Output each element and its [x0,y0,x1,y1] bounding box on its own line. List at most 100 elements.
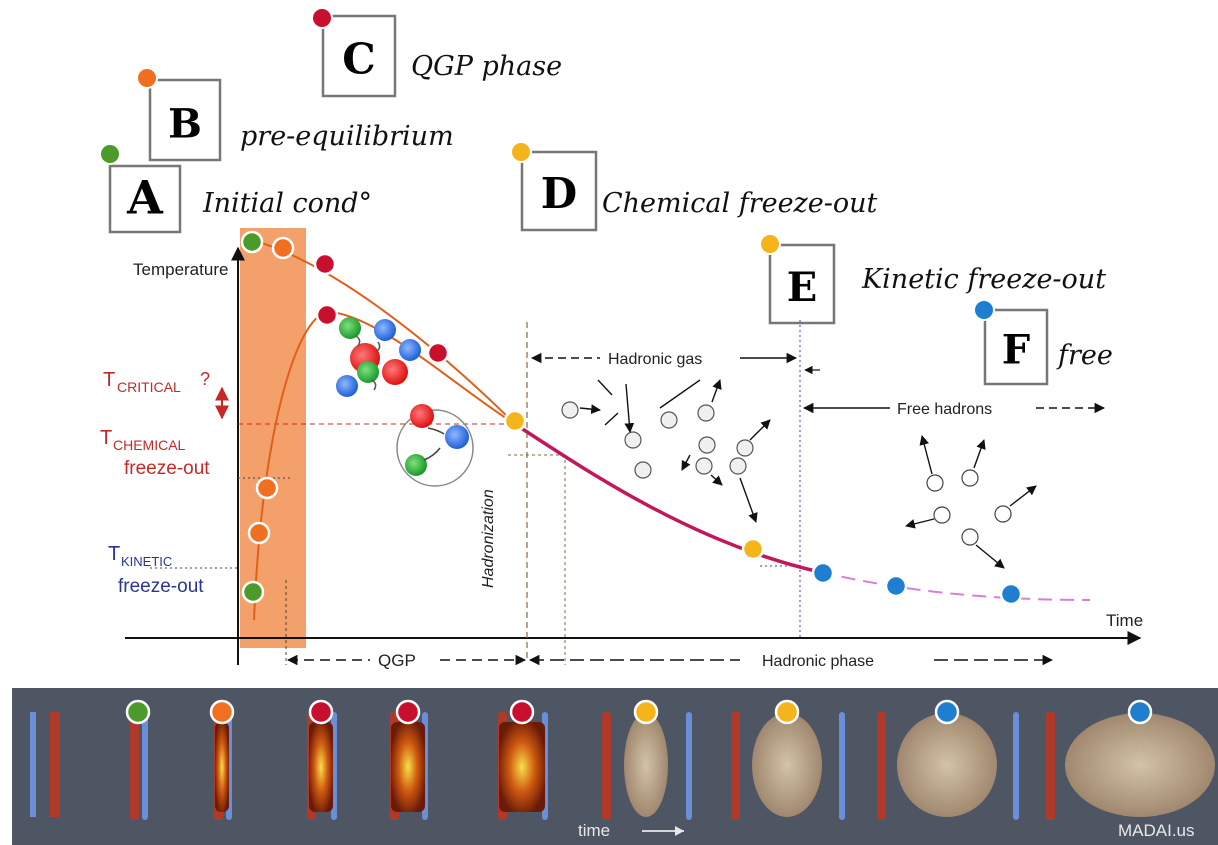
nucleus-blue [686,712,692,820]
hadron-gas-curve [514,422,821,574]
strip-frame-3 [307,699,337,820]
stage-dot-yellow [503,409,527,433]
stage-dot-green [241,580,265,604]
fireball [309,722,333,812]
stage-box [108,164,182,234]
stage-caption: pre-equilibrium [240,121,454,152]
strip-marker-blue [1127,699,1153,725]
qgp-label: QGP [378,651,416,670]
stage-dot-orange [255,476,279,500]
temperature-time-plot: Temperature Time T CRITICAL ? T CHEMICAL… [100,228,1143,670]
nucleus-red [1046,712,1055,820]
strip-marker-red [308,699,334,725]
strip-marker-yellow [774,699,800,725]
hadronization-label: Hadronization [480,489,497,588]
stage-dot-orange [271,236,295,260]
strip-background [12,688,1218,845]
curve-stage-dots [240,230,1023,606]
stage-dot-red [426,341,450,365]
strip-frame-8 [877,699,1019,820]
stage-letter: E [787,264,818,311]
stage-caption: QGP phase [411,51,562,82]
stage-color-dot [99,143,121,165]
strip-marker-green [125,699,151,725]
stage-color-dot [759,233,781,255]
quark-gluon-plasma-illustration [336,317,421,397]
t-critical-label: T CRITICAL ? [103,369,229,420]
stage-box [148,78,222,162]
fireball [499,722,545,812]
time-arrow-head [675,826,684,836]
strip-frame-9 [1046,699,1215,820]
svg-text:CRITICAL: CRITICAL [117,379,181,395]
simulation-strip: time MADAI.us [12,688,1218,845]
nucleus-blue [30,712,36,817]
strip-frame-7 [731,699,845,820]
hadronic-phase-label: Hadronic phase [762,653,874,670]
stage-box [321,14,397,98]
stage-dot-blue [999,582,1023,606]
strip-marker-orange [209,699,235,725]
svg-text:T: T [103,369,115,391]
stage-box [520,150,598,232]
nucleus-red [731,712,740,820]
hadronic-gas-particles [561,401,754,479]
svg-text:CHEMICAL: CHEMICAL [113,437,186,453]
strip-frame-4 [390,699,428,820]
strip-frame-1 [125,699,151,820]
stage-box [983,308,1049,386]
stage-label-e: E Kinetic freeze-out [759,233,1106,325]
y-axis-label: Temperature [133,260,228,279]
strip-marker-yellow [633,699,659,725]
baryon-illustration [396,404,474,487]
hadronic-gas-arrows [579,379,771,523]
credit-label: MADAI.us [1118,821,1195,840]
strip-frame-6 [602,699,692,820]
stage-caption: Chemical freeze-out [602,188,878,219]
strip-frame-0 [30,712,60,817]
nucleus-red [50,712,60,817]
hadron-cloud [752,713,822,817]
strip-marker-blue [934,699,960,725]
stage-color-dot [973,299,995,321]
strip-frame-5 [498,699,548,820]
nucleus-red [130,712,139,820]
stage-caption: Kinetic freeze-out [861,264,1106,295]
nucleus-blue [1013,712,1019,820]
svg-text:T: T [108,543,120,565]
stage-letter: A [126,171,164,225]
svg-text:freeze-out: freeze-out [118,576,204,597]
svg-text:?: ? [200,369,210,389]
stage-caption: free [1056,340,1113,371]
fireball [391,722,425,812]
svg-text:T: T [100,427,112,449]
time-label: time [578,821,610,840]
stage-dot-red [313,252,337,276]
x-axis-label: Time [1106,611,1143,630]
t-chemical-label: T CHEMICAL freeze-out [100,427,210,479]
stage-dot-blue [884,574,908,598]
hadron-cloud [624,713,668,817]
stage-box [768,243,836,325]
stage-color-dot [136,67,158,89]
stage-color-dot [510,141,532,163]
stage-color-dot [311,7,333,29]
stage-letter: C [342,35,375,84]
stage-dot-yellow [741,537,765,561]
stage-dot-blue [811,561,835,585]
stage-label-c: C QGP phase [311,7,562,98]
free-hadron-arrows [905,435,1037,569]
hadron-cloud [897,713,997,817]
nucleus-red [877,712,886,820]
nucleus-blue [142,712,148,820]
free-hadrons-label: Free hadrons [897,401,992,418]
nucleus-blue [839,712,845,820]
t-kinetic-label: T KINETIC freeze-out [108,543,204,597]
stage-letter: B [168,101,202,148]
strip-marker-red [509,699,535,725]
stage-caption: Initial cond° [202,188,372,219]
